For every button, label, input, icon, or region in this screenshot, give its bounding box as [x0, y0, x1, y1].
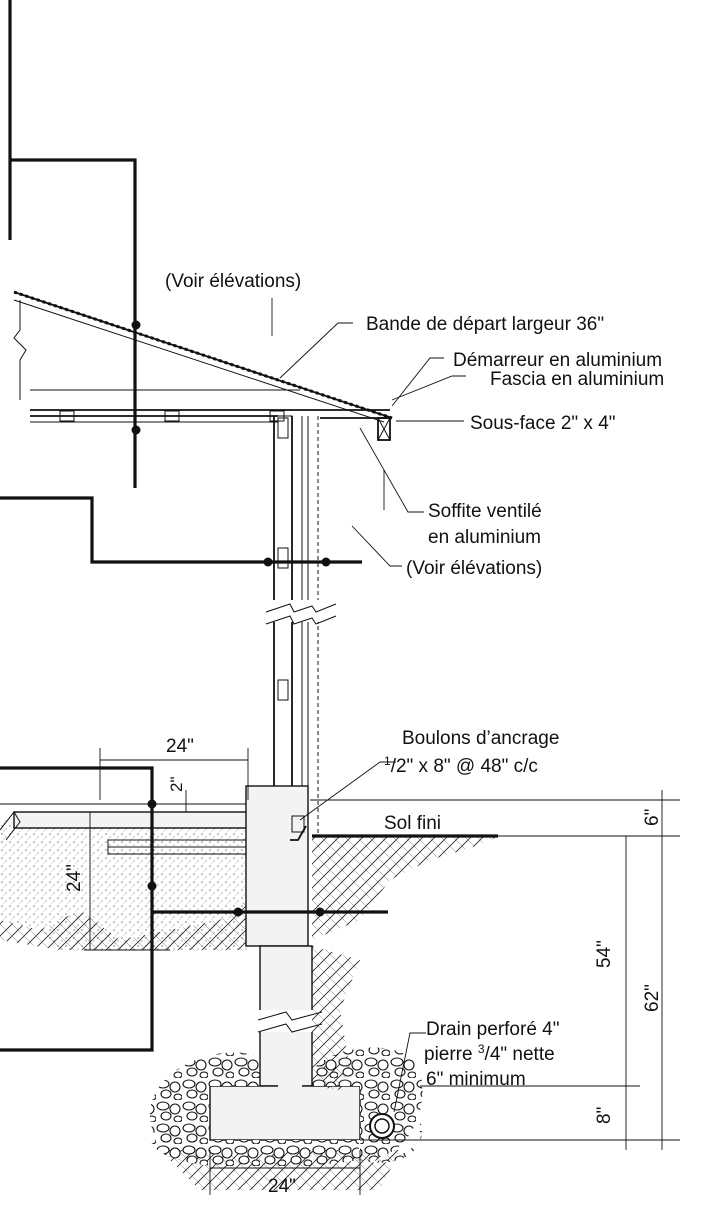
wall-assembly: [256, 415, 337, 837]
label-drain-num: 3: [478, 1042, 485, 1056]
label-demarreur: Démarreur en aluminium: [453, 350, 662, 371]
dimension-lines: [84, 470, 680, 1195]
dim-insulation-depth: 24": [64, 864, 85, 892]
dim-total-depth: 62": [642, 984, 663, 1012]
dim-footing-thickness: 8": [594, 1107, 615, 1124]
label-drain-pre: pierre: [424, 1044, 478, 1065]
label-boulons-1: Boulons d’ancrage: [402, 728, 559, 749]
label-drain-2: pierre 3/4" nette: [424, 1042, 555, 1065]
lower-building-outline: [0, 766, 388, 1052]
label-soffite-1: Soffite ventilé: [428, 501, 542, 522]
label-boulons-num: 1: [384, 754, 391, 768]
roof-assembly: [13, 290, 393, 441]
label-drain-den: /4" nette: [485, 1044, 555, 1065]
leader-lines: [271, 298, 466, 1113]
dim-footing-width: 24": [268, 1176, 296, 1197]
label-soffite-2: en aluminium: [428, 527, 541, 548]
junction-dot: [131, 320, 141, 330]
dim-porch-width: 24": [166, 736, 194, 757]
dim-slab-thickness: 2": [167, 777, 186, 793]
upper-building-outline: [8, 0, 137, 488]
label-bande-depart: Bande de départ largeur 36": [366, 314, 604, 335]
label-voir-elevations-top: (Voir élévations): [165, 271, 301, 292]
dim-above-grade: 6": [642, 809, 663, 826]
foundation-wall: [209, 785, 361, 1141]
label-boulons-den: /2" x 8" @ 48" c/c: [391, 756, 538, 777]
dim-frost-depth: 54": [594, 940, 615, 968]
junction-dot: [131, 425, 141, 435]
label-fascia: Fascia en aluminium: [490, 369, 664, 390]
label-drain-1: Drain perforé 4": [426, 1019, 559, 1040]
label-sous-face: Sous-face 2" x 4": [470, 413, 616, 434]
middle-building-outline: [0, 496, 362, 567]
annotations: (Voir élévations) Bande de départ largeu…: [64, 271, 664, 1197]
gravel-bed: [150, 1047, 423, 1169]
label-voir-elevations-bottom: (Voir élévations): [406, 558, 542, 579]
porch-slab: [0, 803, 249, 950]
label-sol-fini: Sol fini: [384, 813, 441, 834]
label-boulons-2: 1/2" x 8" @ 48" c/c: [384, 754, 538, 777]
label-drain-3: 6" minimum: [426, 1069, 526, 1090]
